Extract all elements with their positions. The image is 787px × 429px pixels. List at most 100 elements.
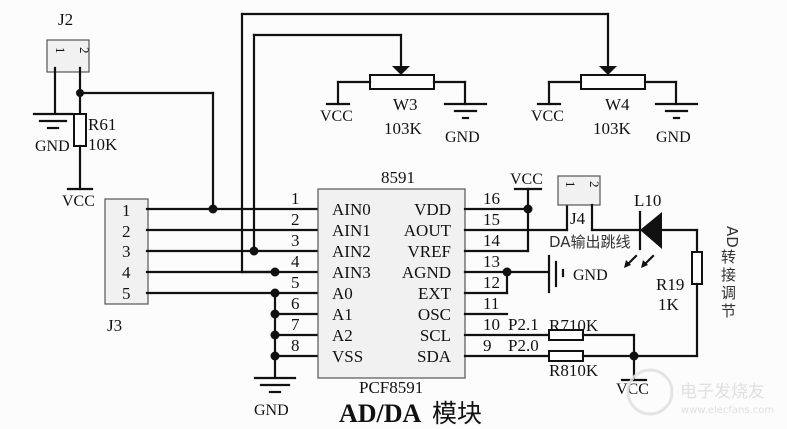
pin-name: AOUT xyxy=(404,221,452,240)
pin-number: 12 xyxy=(483,273,500,292)
pin-number: 5 xyxy=(291,273,300,292)
j4-note: DA输出跳线 xyxy=(549,233,631,251)
watermark: 电子发烧友 www.elecfans.com xyxy=(626,368,774,416)
vcc-label: VCC xyxy=(320,108,353,125)
j3-pin4: 4 xyxy=(122,263,131,282)
j4-label: J4 xyxy=(570,209,586,228)
gnd-symbol-j2: GND xyxy=(32,112,74,155)
r7-label: R710K xyxy=(549,316,599,335)
pin-name: EXT xyxy=(418,284,452,303)
pin-name: AGND xyxy=(402,263,451,282)
gnd-label: GND xyxy=(573,267,608,284)
ad-note-char: 节 xyxy=(721,302,736,320)
j4-pin2: 2 xyxy=(587,181,602,188)
l10-label: L10 xyxy=(634,191,661,210)
j3-pin2: 2 xyxy=(122,222,131,241)
gnd-label: GND xyxy=(656,129,691,146)
watermark-logo-icon xyxy=(626,368,674,416)
r19-ref: R19 xyxy=(656,275,684,294)
pin-name: AIN2 xyxy=(332,242,371,261)
pin-name: A0 xyxy=(332,284,353,303)
ad-note: AD 转 接 调 节 xyxy=(721,226,741,320)
pin-name: VDD xyxy=(414,200,451,219)
pin-name: OSC xyxy=(418,305,451,324)
w4-ref: W4 xyxy=(605,95,630,114)
gnd-symbol-agnd: GND xyxy=(547,254,608,294)
diagram-title: AD/DA 模块 xyxy=(339,399,482,428)
gnd-label: GND xyxy=(445,129,480,146)
ic-part: PCF8591 xyxy=(359,378,423,397)
pin-number: 13 xyxy=(483,252,500,271)
pin-number: 2 xyxy=(291,210,300,229)
watermark-brand: 电子发烧友 xyxy=(680,382,765,402)
j2-jumper: J2 1 2 xyxy=(46,10,92,115)
pin-number: 10 xyxy=(483,315,500,334)
pin-name: SDA xyxy=(417,347,452,366)
resistor-r61: R61 10K VCC xyxy=(62,113,118,210)
gnd-label: GND xyxy=(35,138,70,155)
pin-name: AIN3 xyxy=(332,263,371,282)
pin-number: 7 xyxy=(291,315,300,334)
ic-right-pin-numbers: 16 15 14 13 12 11 10 9 P2.1 P2.0 xyxy=(483,189,539,355)
j2-pin2: 2 xyxy=(77,47,92,54)
j3-pin5: 5 xyxy=(122,284,131,303)
ad-note-char: 接 xyxy=(721,266,736,284)
pin-number: 11 xyxy=(483,294,499,313)
r19-value: 1K xyxy=(658,295,680,314)
j3-pin1: 1 xyxy=(122,201,131,220)
j4-pin1: 1 xyxy=(563,181,578,188)
w3-value: 103K xyxy=(384,119,423,138)
resistor-r19: R19 1K xyxy=(656,228,703,358)
pin-name: AIN1 xyxy=(332,221,371,240)
pin-number: 14 xyxy=(483,231,501,250)
ad-note-char: 转 xyxy=(721,248,736,266)
pin-number: 15 xyxy=(483,210,500,229)
r61-value: 10K xyxy=(88,135,118,154)
ic-left-pin-numbers: 1 2 3 4 5 6 7 8 xyxy=(291,189,300,355)
ic-pcf8591: 8591 PCF8591 AIN0 AIN1 AIN2 AIN3 A0 A1 A… xyxy=(317,168,466,397)
net-label-p21: P2.1 xyxy=(508,315,539,334)
r61-ref: R61 xyxy=(88,115,116,134)
pin-name: SCL xyxy=(420,326,451,345)
pin-number: 6 xyxy=(291,294,300,313)
resistor-r7: R710K xyxy=(548,316,599,341)
pin-number: 9 xyxy=(483,336,492,355)
watermark-url: www.elecfans.com xyxy=(681,405,774,416)
ic-left-pin-names: AIN0 AIN1 AIN2 AIN3 A0 A1 A2 VSS xyxy=(332,200,371,366)
potentiometer-w3: VCC GND W3 103K xyxy=(320,33,488,146)
title-suffix: 模块 xyxy=(432,399,482,428)
potentiometer-w4: VCC GND W4 103K xyxy=(531,12,699,146)
ic-ref: 8591 xyxy=(381,168,415,187)
j2-body xyxy=(46,39,90,73)
w3-ref: W3 xyxy=(393,95,418,114)
pin-number: 4 xyxy=(291,252,300,271)
ad-note-char: 调 xyxy=(721,284,736,302)
gnd-label: GND xyxy=(254,402,289,419)
vcc-label: VCC xyxy=(510,171,543,188)
w4-value: 103K xyxy=(593,119,632,138)
vcc-label: VCC xyxy=(531,108,564,125)
gnd-symbol-ic: GND xyxy=(253,376,297,419)
pin-name: A2 xyxy=(332,326,353,345)
pin-number: 8 xyxy=(291,336,300,355)
j4-jumper: 1 2 J4 DA输出跳线 xyxy=(549,175,631,251)
pin-number: 16 xyxy=(483,189,500,208)
ic-right-pin-names: VDD AOUT VREF AGND EXT OSC SCL SDA xyxy=(402,200,452,366)
ad-note-ad: AD xyxy=(723,226,741,248)
led-l10: L10 xyxy=(624,191,699,268)
j3-header: 1 2 3 4 5 J3 xyxy=(104,198,149,335)
pin-name: VSS xyxy=(332,347,363,366)
pin-name: A1 xyxy=(332,305,353,324)
pin-number: 1 xyxy=(291,189,300,208)
r8-label: R810K xyxy=(549,361,599,380)
vcc-label: VCC xyxy=(62,193,95,210)
j3-pin3: 3 xyxy=(122,242,131,261)
pin-number: 3 xyxy=(291,231,300,250)
pin-name: AIN0 xyxy=(332,200,371,219)
pin-name: VREF xyxy=(408,242,451,261)
light-emission-icon xyxy=(624,254,655,268)
net-label-p20: P2.0 xyxy=(508,336,539,355)
j3-label: J3 xyxy=(107,316,122,335)
title-main: AD/DA xyxy=(339,399,422,428)
